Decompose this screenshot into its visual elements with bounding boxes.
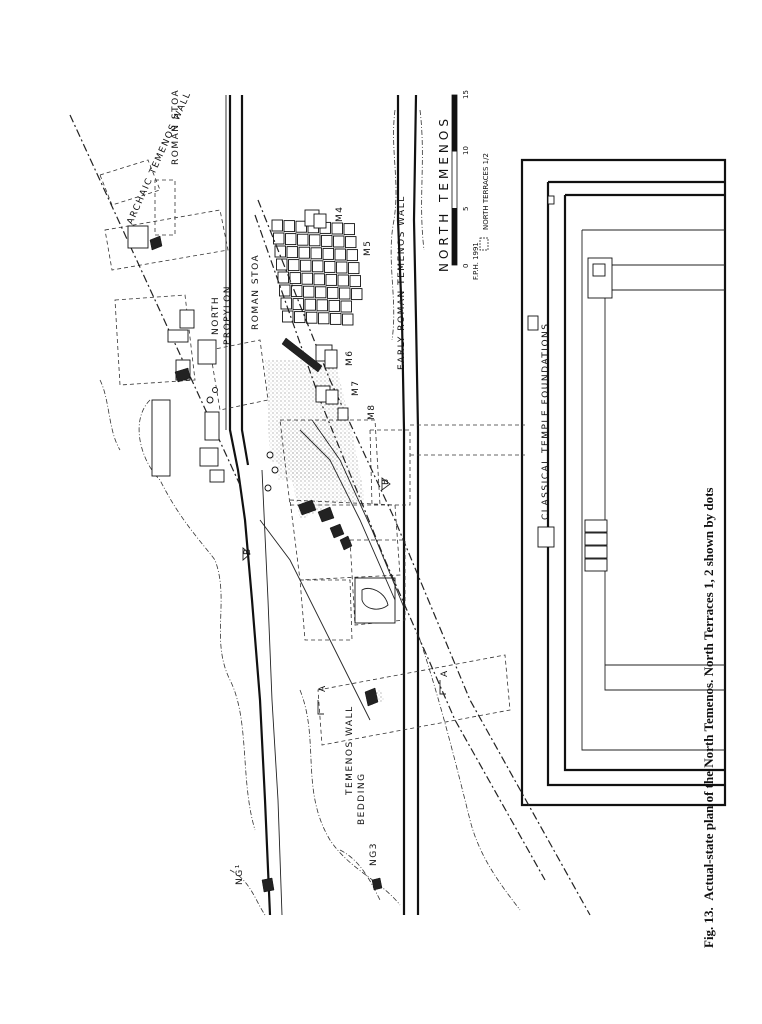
label-roman-stoa-main: ROMAN STOA: [251, 254, 261, 330]
paving-block: [289, 272, 301, 285]
paving-block: [343, 223, 355, 236]
label-ng1: NG¹: [235, 863, 245, 885]
paving-block: [313, 273, 325, 286]
paving-block: [273, 232, 285, 245]
label-m4: M4: [335, 206, 345, 223]
paving-block: [303, 285, 315, 298]
label-roman-stoa-top: ROMAN STOA: [171, 89, 181, 165]
scale-bar: 0 5 10 15 F.P.H. 1991 NORTH TERRACES 1/2: [451, 90, 490, 280]
scattered-blocks: [127, 209, 383, 893]
roman-stoa-wall: [225, 95, 283, 916]
paving-block: [340, 300, 352, 313]
paving-block: [324, 260, 336, 273]
paving-block: [292, 298, 304, 311]
label-early-roman-temenos-wall: EARLY ROMAN TEMENOS WALL: [397, 195, 407, 370]
label-north-propylon-2: PROPYLON: [223, 285, 233, 345]
label-ng3: NG3: [369, 842, 379, 866]
scale-tick-15: 15: [462, 90, 470, 99]
paving-block: [337, 274, 349, 287]
paving-block: [294, 311, 306, 324]
paving-block: [339, 287, 351, 300]
scale-tick-10: 10: [462, 146, 470, 155]
label-section-a-2: A: [440, 669, 450, 677]
label-archaic-temenos-wall: ARCHAIC TEMENOS WALL: [126, 90, 194, 226]
label-north-propylon-1: NORTH: [211, 296, 221, 335]
paving-block: [318, 312, 330, 325]
paving-block: [312, 260, 324, 273]
paving-block: [285, 233, 297, 246]
scale-legend: NORTH TERRACES 1/2: [482, 153, 490, 230]
paving-block: [333, 235, 345, 248]
paving-block: [276, 258, 288, 271]
paving-block: [300, 259, 312, 272]
paving-block: [309, 234, 321, 247]
paving-block: [283, 220, 295, 233]
paving-block: [277, 271, 289, 284]
paving-block: [316, 299, 328, 312]
paving-block: [351, 288, 363, 301]
paving-block: [331, 222, 343, 235]
label-m5: M5: [363, 240, 373, 257]
paving-block: [321, 234, 333, 247]
paving-block: [327, 286, 339, 299]
paving-block: [336, 261, 348, 274]
paving-block: [298, 246, 310, 259]
section-markers: [242, 477, 446, 715]
label-temenos-wall-bedding-2: BEDDING: [357, 772, 367, 825]
caption-text: Actual-state plan of the North Temenos. …: [701, 488, 716, 901]
paving-block: [349, 275, 361, 288]
paving-block: [330, 312, 342, 325]
paving-block: [286, 246, 298, 259]
scale-tick-5: 5: [462, 207, 470, 211]
label-temenos-wall-bedding-1: TEMENOS WALL: [345, 705, 355, 796]
label-m7: M7: [351, 380, 361, 397]
alignment-lines: [69, 114, 591, 916]
paving-block: [282, 310, 294, 323]
label-classical-temple-foundations: CLASSICAL TEMPLE FOUNDATIONS: [541, 323, 551, 521]
label-section-a-1: A: [318, 684, 328, 692]
figure-caption: Fig. 13. Actual-state plan of the North …: [701, 488, 716, 948]
paved-area-m5: [271, 219, 363, 326]
paving-block: [295, 220, 307, 233]
paving-block: [306, 311, 318, 324]
caption-fig-number: Fig. 13.: [701, 907, 716, 948]
label-m6: M6: [345, 350, 355, 367]
classical-temple-foundations: [520, 158, 727, 807]
paving-block: [288, 259, 300, 272]
label-section-b-1: B: [243, 547, 253, 555]
paving-block: [280, 297, 292, 310]
paving-block: [322, 247, 334, 260]
paving-block: [346, 249, 358, 262]
paving-block: [274, 245, 286, 258]
paving-block: [301, 272, 313, 285]
paving-block: [310, 247, 322, 260]
scale-tick-0: 0: [462, 264, 470, 268]
paving-block: [297, 233, 309, 246]
paving-block: [342, 313, 354, 326]
paving-block: [304, 298, 316, 311]
paving-block: [334, 248, 346, 261]
paving-block: [325, 273, 337, 286]
paving-block: [328, 299, 340, 312]
paving-block: [271, 219, 283, 232]
paving-block: [348, 262, 360, 275]
paving-block: [345, 236, 357, 249]
paving-block: [291, 285, 303, 298]
label-m8: M8: [367, 404, 377, 421]
early-roman-temenos-wall: [390, 94, 425, 915]
paving-block: [315, 286, 327, 299]
paving-block: [279, 284, 291, 297]
svg-text:Fig. 13. Actual-state pl: Fig. 13. Actual-state plan of the North …: [701, 488, 716, 948]
scale-author: F.P.H. 1991: [472, 242, 480, 280]
label-north-temenos: NORTH TEMENOS: [437, 115, 451, 272]
